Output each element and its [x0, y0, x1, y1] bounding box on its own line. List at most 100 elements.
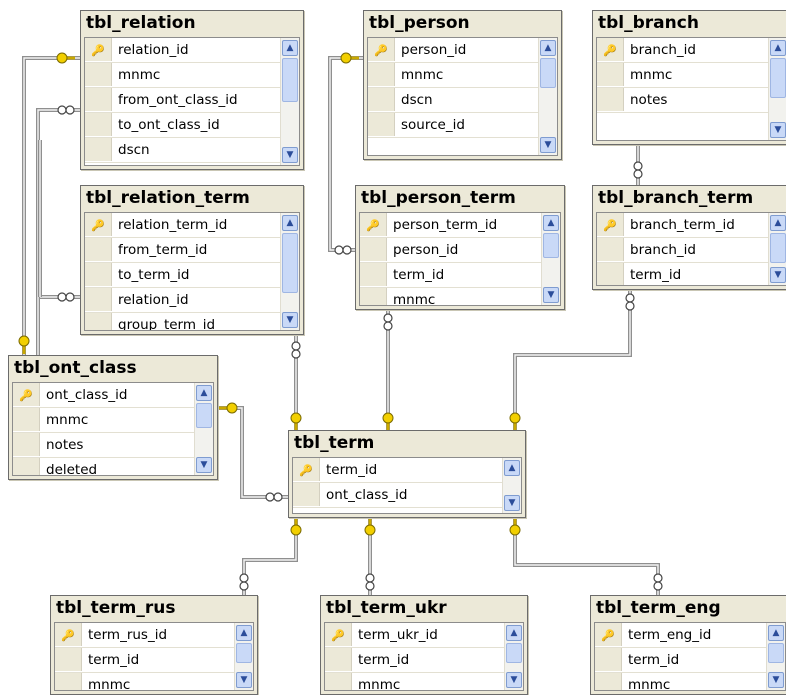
- scroll-up-icon[interactable]: ▲: [504, 460, 520, 476]
- column-row[interactable]: mnmc: [55, 673, 253, 690]
- vertical-scrollbar[interactable]: ▲▼: [538, 38, 557, 155]
- table-title[interactable]: tbl_relation: [86, 13, 196, 33]
- column-row[interactable]: 🔑term_rus_id: [55, 623, 253, 648]
- column-row[interactable]: to_term_id: [85, 263, 299, 288]
- row-selector[interactable]: [597, 238, 624, 261]
- scroll-thumb[interactable]: [770, 233, 786, 263]
- scroll-up-icon[interactable]: ▲: [196, 385, 212, 401]
- row-selector[interactable]: [13, 408, 40, 431]
- table-title[interactable]: tbl_term_ukr: [326, 598, 447, 618]
- scroll-down-icon[interactable]: ▼: [770, 267, 786, 283]
- column-row[interactable]: term_id: [595, 648, 785, 673]
- row-selector[interactable]: [597, 63, 624, 86]
- row-selector[interactable]: [595, 673, 622, 690]
- row-selector[interactable]: 🔑: [597, 213, 624, 236]
- scroll-thumb[interactable]: [282, 58, 298, 102]
- row-selector[interactable]: [85, 288, 112, 311]
- row-selector[interactable]: 🔑: [597, 38, 624, 61]
- vertical-scrollbar[interactable]: ▲▼: [502, 458, 521, 513]
- column-row[interactable]: 🔑branch_id: [597, 38, 786, 63]
- column-row[interactable]: term_id: [325, 648, 523, 673]
- column-row[interactable]: from_ont_class_id: [85, 88, 299, 113]
- row-selector[interactable]: [360, 238, 387, 261]
- column-row[interactable]: dscn: [85, 138, 299, 163]
- column-row[interactable]: ont_class_id: [293, 483, 521, 508]
- column-row[interactable]: 🔑ont_class_id: [13, 383, 213, 408]
- column-row[interactable]: group_term_id: [85, 313, 299, 330]
- scroll-up-icon[interactable]: ▲: [770, 215, 786, 231]
- column-row[interactable]: source_id: [368, 113, 557, 138]
- scroll-thumb[interactable]: [543, 233, 559, 258]
- column-row[interactable]: term_id: [597, 263, 786, 285]
- vertical-scrollbar[interactable]: ▲▼: [280, 213, 299, 330]
- scroll-up-icon[interactable]: ▲: [770, 40, 786, 56]
- column-row[interactable]: mnmc: [85, 63, 299, 88]
- column-row[interactable]: 🔑person_id: [368, 38, 557, 63]
- table-title[interactable]: tbl_ont_class: [14, 358, 137, 378]
- row-selector[interactable]: [360, 263, 387, 286]
- scroll-up-icon[interactable]: ▲: [543, 215, 559, 231]
- column-row[interactable]: mnmc: [360, 288, 560, 305]
- vertical-scrollbar[interactable]: ▲▼: [768, 213, 786, 285]
- scroll-up-icon[interactable]: ▲: [506, 625, 522, 641]
- row-selector[interactable]: [85, 88, 112, 111]
- column-row[interactable]: mnmc: [368, 63, 557, 88]
- row-selector[interactable]: [85, 263, 112, 286]
- vertical-scrollbar[interactable]: ▲▼: [541, 213, 560, 305]
- column-row[interactable]: to_ont_class_id: [85, 113, 299, 138]
- row-selector[interactable]: [293, 483, 320, 506]
- row-selector[interactable]: [13, 433, 40, 456]
- column-row[interactable]: deleted: [13, 458, 213, 475]
- column-row[interactable]: 🔑branch_term_id: [597, 213, 786, 238]
- row-selector[interactable]: [85, 313, 112, 330]
- column-row[interactable]: term_id: [360, 263, 560, 288]
- vertical-scrollbar[interactable]: ▲▼: [194, 383, 213, 475]
- scroll-down-icon[interactable]: ▼: [236, 672, 252, 688]
- row-selector[interactable]: [325, 648, 352, 671]
- scroll-thumb[interactable]: [770, 58, 786, 98]
- column-row[interactable]: branch_id: [597, 238, 786, 263]
- scroll-down-icon[interactable]: ▼: [543, 287, 559, 303]
- scroll-down-icon[interactable]: ▼: [540, 137, 556, 153]
- vertical-scrollbar[interactable]: ▲▼: [766, 623, 785, 690]
- table-title[interactable]: tbl_branch_term: [598, 188, 754, 208]
- vertical-scrollbar[interactable]: ▲▼: [768, 38, 786, 140]
- row-selector[interactable]: 🔑: [85, 213, 112, 236]
- row-selector[interactable]: [85, 63, 112, 86]
- scroll-thumb[interactable]: [236, 643, 252, 663]
- row-selector[interactable]: 🔑: [13, 383, 40, 406]
- row-selector[interactable]: [360, 288, 387, 305]
- column-row[interactable]: mnmc: [595, 673, 785, 690]
- row-selector[interactable]: [55, 673, 82, 690]
- scroll-up-icon[interactable]: ▲: [540, 40, 556, 56]
- column-row[interactable]: 🔑person_term_id: [360, 213, 560, 238]
- row-selector[interactable]: [85, 238, 112, 261]
- vertical-scrollbar[interactable]: ▲▼: [280, 38, 299, 165]
- column-row[interactable]: person_id: [360, 238, 560, 263]
- column-row[interactable]: mnmc: [13, 408, 213, 433]
- scroll-thumb[interactable]: [506, 643, 522, 663]
- scroll-up-icon[interactable]: ▲: [282, 40, 298, 56]
- column-row[interactable]: from_term_id: [85, 238, 299, 263]
- row-selector[interactable]: 🔑: [595, 623, 622, 646]
- vertical-scrollbar[interactable]: ▲▼: [504, 623, 523, 690]
- column-row[interactable]: dscn: [368, 88, 557, 113]
- column-row[interactable]: 🔑relation_term_id: [85, 213, 299, 238]
- table-title[interactable]: tbl_term_rus: [56, 598, 176, 618]
- scroll-down-icon[interactable]: ▼: [282, 312, 298, 328]
- vertical-scrollbar[interactable]: ▲▼: [234, 623, 253, 690]
- row-selector[interactable]: [595, 648, 622, 671]
